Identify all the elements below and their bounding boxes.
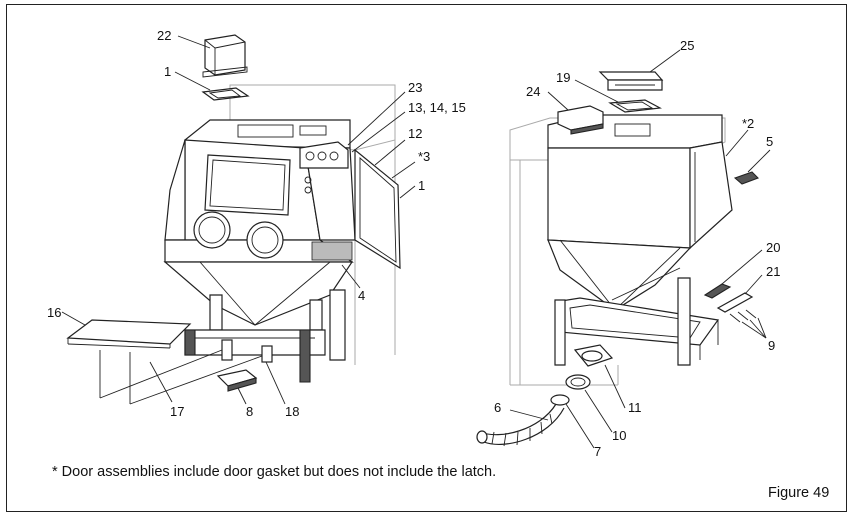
callout-1-top: 1 [164,64,171,79]
callout-20: 20 [766,240,780,255]
callout-24: 24 [526,84,540,99]
callout-4: 4 [358,288,365,303]
callout-25: 25 [680,38,694,53]
callout-16: 16 [47,305,61,320]
leader-lines [61,35,771,449]
callout-8: 8 [246,404,253,419]
callout-5: 5 [766,134,773,149]
callout-17: 17 [170,404,184,419]
figure-label: Figure 49 [768,485,830,501]
callout-9: 9 [768,338,775,353]
callout-7: 7 [594,444,601,459]
callout-1-door: 1 [418,178,425,193]
callout-22: 22 [157,28,171,43]
callout-labels: 22 1 23 13, 14, 15 12 *3 1 4 16 17 8 18 … [47,28,780,459]
callout-18: 18 [285,404,299,419]
callout-19: 19 [556,70,570,85]
callout-12: 12 [408,126,422,141]
door-assembly-footnote: * Door assemblies include door gasket bu… [52,464,497,480]
callout-10: 10 [612,428,626,443]
callout-3: *3 [418,149,430,164]
callout-21: 21 [766,264,780,279]
callout-2: *2 [742,116,754,131]
callout-6: 6 [494,400,501,415]
right-cabinet-assembly [476,71,759,447]
left-cabinet-assembly [66,34,401,405]
figure-frame [6,4,847,512]
callout-23: 23 [408,80,422,95]
callout-13-14-15: 13, 14, 15 [408,100,466,115]
callout-11: 11 [628,400,642,415]
